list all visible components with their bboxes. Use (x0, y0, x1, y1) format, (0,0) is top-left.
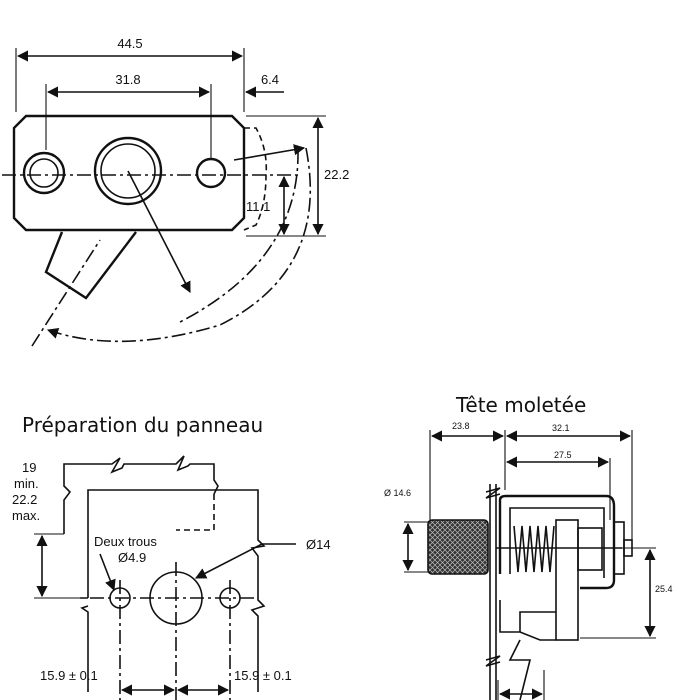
dim-hole-spacing: 31.8 (115, 72, 140, 87)
latch-plate (12, 114, 246, 232)
panel-outline-back (63, 455, 219, 534)
thickness-line1: 19 (22, 460, 36, 475)
holes-label-line2: Ø4.9 (118, 550, 146, 565)
spacing-right: 15.9 ± 0.1 (234, 668, 292, 683)
dim-offset: 6.4 (261, 72, 279, 87)
thickness-line4: max. (12, 508, 40, 523)
dim-half-height: 11.1 (246, 199, 270, 214)
thickness-line2: min. (14, 476, 39, 491)
dim-height: 22.2 (324, 167, 349, 182)
dim-c: 27.5 (554, 450, 572, 460)
dim-diameter: Ø 14.6 (384, 488, 411, 498)
dim-overall-width: 44.5 (117, 36, 142, 51)
spacing-left: 15.9 ± 0.1 (40, 668, 98, 683)
left-hole (22, 151, 66, 195)
knurled-knob (427, 519, 489, 575)
spring (513, 525, 555, 573)
dim-b: 32.1 (552, 423, 570, 433)
dim-height-25: 25.4 (655, 584, 673, 594)
main-hole-label: Ø14 (306, 537, 331, 552)
panel-outline-front (87, 489, 266, 692)
right-hole (195, 157, 227, 189)
knurled-head: Tête moletée 23.8 32.1 27.5 Ø 14.6 (384, 393, 673, 700)
panel-preparation: Préparation du panneau 19 min. 22.2 max.… (12, 413, 331, 700)
top-view: 44.5 31.8 6.4 22.2 11.1 (2, 36, 349, 347)
latch-housing (498, 494, 616, 590)
shaft (555, 519, 579, 641)
panel-title: Préparation du panneau (22, 413, 263, 437)
cam-arm (44, 231, 137, 300)
center-boss (93, 136, 163, 206)
holes-label-line1: Deux trous (94, 534, 157, 549)
dim-a: 23.8 (452, 421, 470, 431)
knurled-head-title: Tête moletée (455, 393, 586, 417)
thickness-line3: 22.2 (12, 492, 37, 507)
